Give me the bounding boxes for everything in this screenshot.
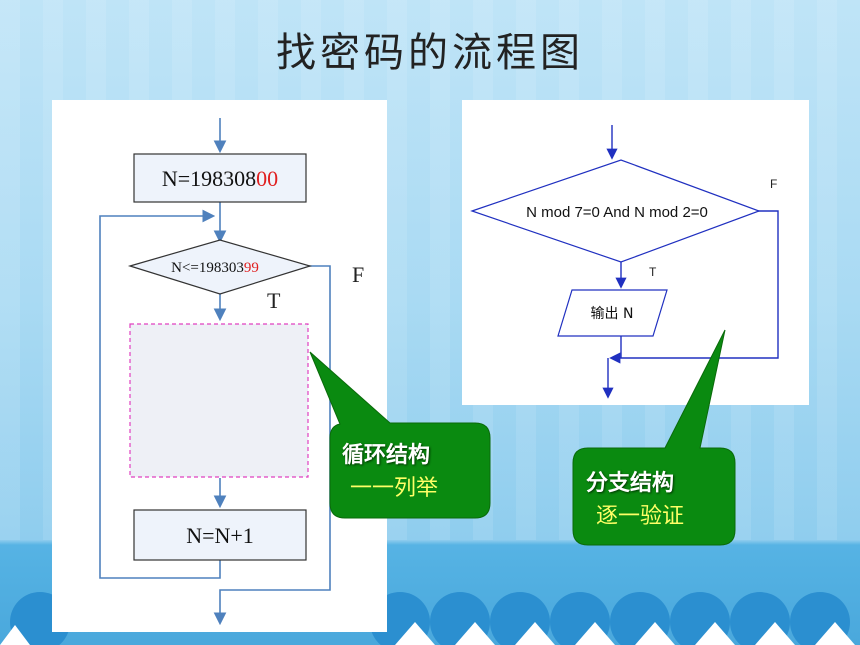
branch-true-label: T — [649, 265, 657, 279]
increment-box — [133, 509, 307, 561]
init-prefix: N=198308 — [162, 166, 256, 191]
loop-body-placeholder — [129, 323, 309, 478]
false-label: F — [352, 262, 364, 287]
output-parallelogram — [557, 289, 668, 337]
branch-callout-title: 分支结构 — [586, 471, 675, 496]
branch-condition-text: N mod 7=0 And N mod 2=0 — [526, 204, 708, 221]
slide-title: 找密码的流程图 — [276, 30, 584, 76]
loop-callout-bubble — [309, 351, 491, 519]
branch-flowchart: N mod 7=0 And N mod 2=0 F T 输出 N — [470, 125, 779, 399]
branch-condition-diamond — [470, 159, 761, 263]
loop-callout-subtitle: 一一列举 — [350, 476, 439, 501]
loop-callout-title: 循环结构 — [342, 443, 431, 468]
output-text: 输出 N — [591, 306, 634, 322]
branch-flowchart-panel: N mod 7=0 And N mod 2=0 F T 输出 N — [462, 100, 809, 405]
loop-flowchart-panel: N=19830800 N<=19830399 T F N=N+1 — [52, 100, 387, 632]
condition-suffix: 99 — [244, 260, 259, 276]
loop-flowchart: N=19830800 N<=19830399 T F N=N+1 — [99, 118, 364, 626]
init-box-text: N=19830800 — [162, 166, 278, 191]
init-box — [133, 153, 307, 203]
condition-prefix: N<=198303 — [171, 260, 244, 276]
condition-diamond — [127, 239, 313, 295]
branch-false-label: F — [770, 177, 777, 191]
true-label: T — [267, 288, 281, 313]
branch-callout-subtitle: 逐一验证 — [596, 504, 685, 529]
condition-text: N<=19830399 — [171, 260, 259, 276]
increment-text: N=N+1 — [186, 523, 254, 548]
wave-decoration — [0, 592, 855, 645]
init-suffix: 00 — [256, 166, 278, 191]
branch-callout-bubble — [572, 329, 736, 546]
